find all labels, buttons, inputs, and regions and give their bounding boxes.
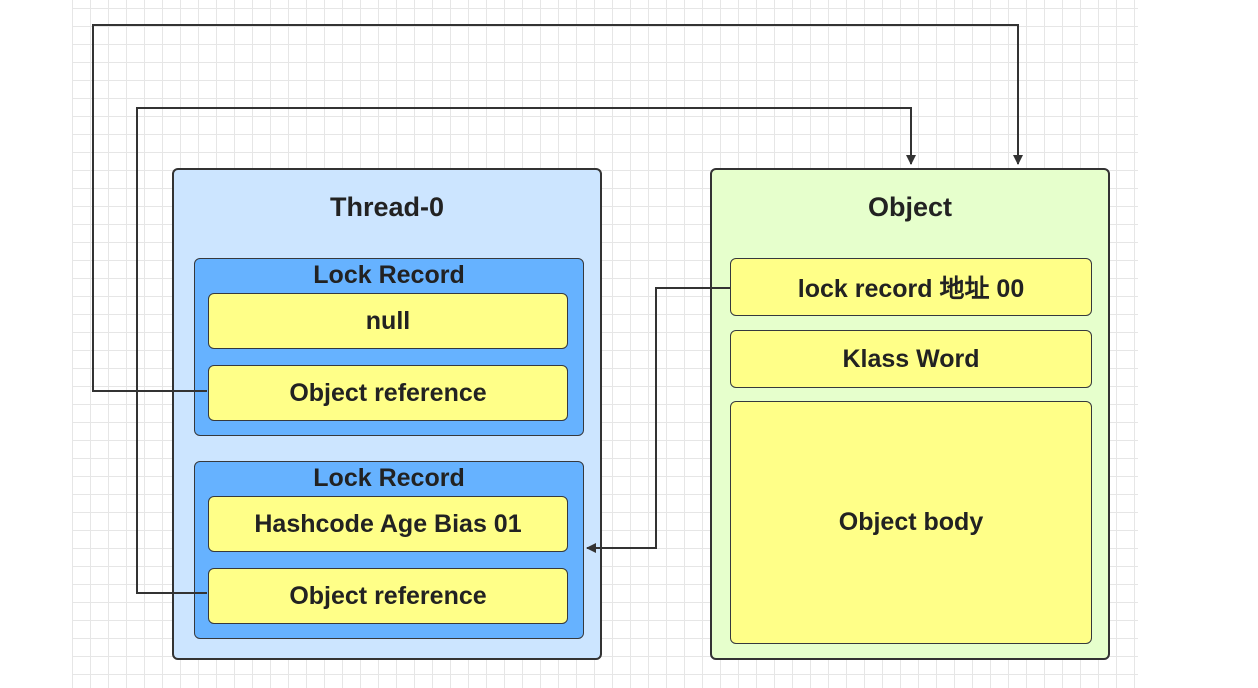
lock-record-2-title: Lock Record [313,464,465,492]
object-panel: Object lock record 地址 00 Klass Word Obje… [710,168,1110,660]
lock-record-2: Lock Record Hashcode Age Bias 01 Object … [194,461,584,639]
klass-word-field: Klass Word [730,330,1092,388]
thread-panel: Thread-0 Lock Record null Object referen… [172,168,602,660]
lock-record-1: Lock Record null Object reference [194,258,584,436]
object-body-field: Object body [730,401,1092,644]
lock-record-1-null-field: null [208,293,568,349]
object-title: Object [867,192,953,222]
lock-record-1-object-reference: Object reference [208,365,568,421]
mark-word-field: lock record 地址 00 [730,258,1092,316]
lock-record-1-title: Lock Record [313,261,465,289]
connector-markword-to-record2 [586,287,730,553]
connector-ref1-to-object [92,24,1023,392]
lock-record-2-object-reference: Object reference [208,568,568,624]
connector-ref2-to-object [136,107,916,594]
thread-title: Thread-0 [329,192,445,222]
lock-record-2-hashcode-field: Hashcode Age Bias 01 [208,496,568,552]
